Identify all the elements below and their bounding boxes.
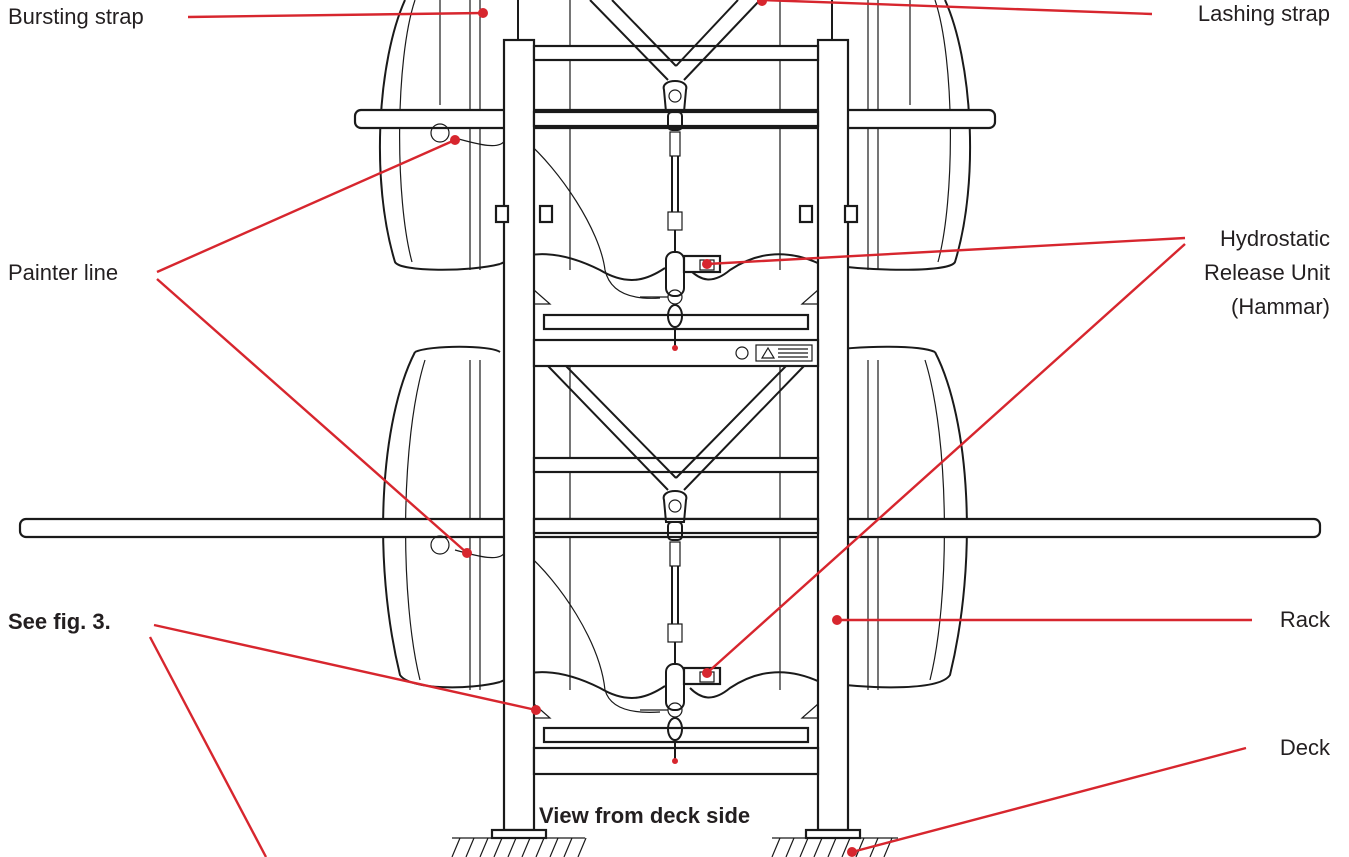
view-caption: View from deck side [539,803,751,828]
bursting-strap-label: Bursting strap [8,4,144,29]
see-fig-leader-upper [153,623,537,712]
see-fig-label: See fig. 3. [8,609,111,634]
lower-lashing-straps [547,365,805,491]
painter-line-leader-upper-dot [450,135,460,145]
painter-line-leader-lower [156,278,468,554]
bursting-strap-leader [187,11,484,19]
see-fig-leader-lower [148,636,268,857]
rack-frame [490,0,862,840]
deck-hatching [451,837,898,857]
lashing-strap-label: Lashing strap [1197,1,1330,26]
lower-release-assembly [640,490,722,764]
painter-line-label: Painter line [8,260,119,285]
lashing-strap-leader-dot [757,0,767,6]
hru-label-line1: Hydrostatic [1219,226,1330,251]
hru-leader-lower-dot [702,668,712,678]
painter-line-leader-upper [156,138,456,274]
hru-leader-lower [706,243,1186,674]
deck-leader-dot [847,847,857,857]
deck-label: Deck [1279,735,1330,760]
leader-lines [148,0,1252,857]
rack-label: Rack [1279,607,1330,632]
hru-leader-upper-dot [702,259,712,269]
painter-line-leader-lower-dot [462,548,472,558]
lashing-strap-leader [761,0,1153,16]
hru-label-line2: Release Unit [1204,260,1330,285]
bursting-strap-leader-dot [478,8,488,18]
hru-leader-upper [706,236,1186,266]
upper-lashing-straps [589,0,761,81]
hru-label-line3: (Hammar) [1231,294,1330,319]
rack-leader-dot [832,615,842,625]
deck-leader [851,746,1247,854]
see-fig-leader-upper-dot [531,705,541,715]
